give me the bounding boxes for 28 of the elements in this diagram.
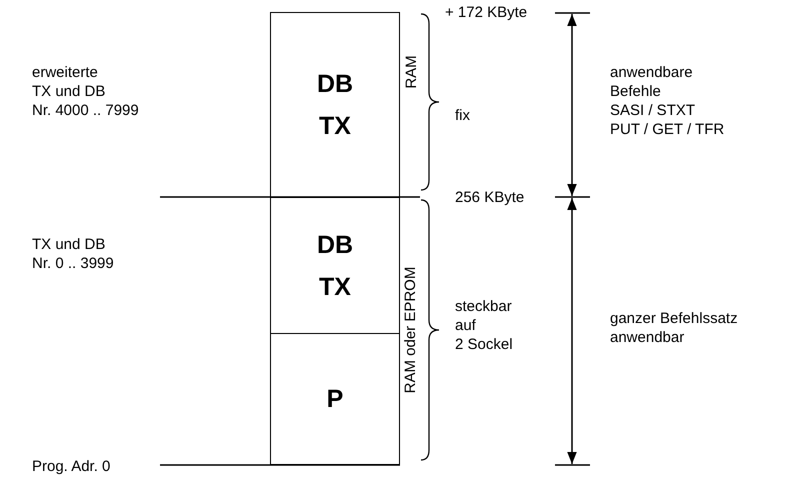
annotation-text: Nr. 0 .. 3999	[32, 255, 114, 273]
annotation-text: fix	[455, 107, 470, 125]
annotation-text: SASI / STXT	[610, 102, 696, 120]
vertical-label: RAM	[403, 55, 421, 89]
annotation-text: steckbar	[455, 298, 512, 316]
annotation-text: 2 Sockel	[455, 336, 513, 354]
memory-block	[270, 12, 400, 198]
block-label: DB	[316, 230, 354, 258]
annotation-text: + 172 KByte	[445, 4, 528, 22]
vertical-label: RAM oder EPROM	[402, 266, 420, 394]
annotation-text: TX und DB	[32, 83, 106, 101]
annotation-text: auf	[455, 317, 476, 335]
memory-block	[270, 333, 400, 465]
block-label: DB	[316, 70, 354, 98]
annotation-text: 256 KByte	[455, 189, 524, 207]
annotation-text: ganzer Befehlssatz	[610, 310, 738, 328]
block-label: TX	[319, 112, 351, 140]
annotation-text: Nr. 4000 .. 7999	[32, 102, 139, 120]
annotation-text: erweiterte	[32, 64, 98, 82]
memory-block	[270, 197, 400, 334]
annotation-text: TX und DB	[32, 236, 106, 254]
annotation-text: anwendbar	[610, 329, 684, 347]
annotation-text: Prog. Adr. 0	[32, 458, 110, 476]
annotation-text: Befehle	[610, 83, 661, 101]
block-label: P	[326, 384, 344, 412]
annotation-text: PUT / GET / TFR	[610, 121, 724, 139]
block-label: TX	[319, 272, 351, 300]
annotation-text: anwendbare	[610, 64, 693, 82]
